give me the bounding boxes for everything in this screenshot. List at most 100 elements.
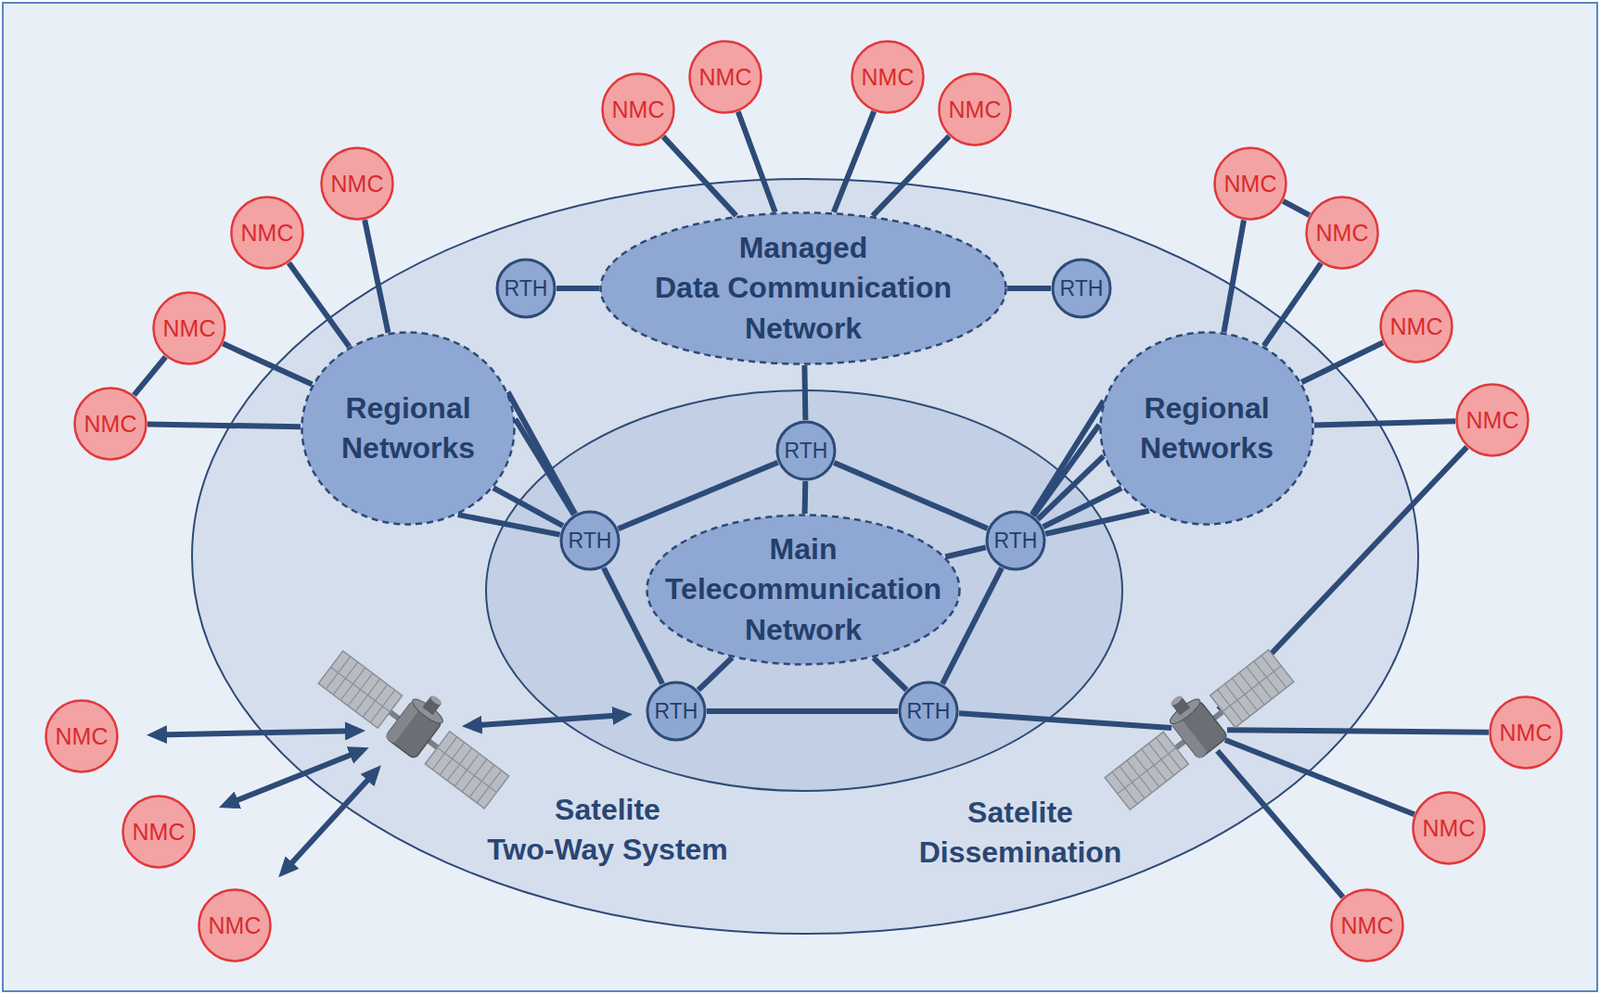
nmc-outline [1457,384,1529,457]
link-line [1301,343,1383,384]
nmc-outline [75,388,147,461]
nmc-outline [1215,148,1287,220]
node-label: NMC [163,315,217,343]
nmc-outline [153,293,226,365]
link-line [804,365,806,421]
node-label: RTH [907,699,951,724]
link-line [706,708,898,715]
rth-outline [647,682,705,741]
node-label: NMC [1499,719,1553,747]
link-line [945,547,986,557]
link-line [1314,421,1456,425]
satellite-node: Satelite Dissemination [1171,702,1228,758]
node-label: NMC [861,64,915,91]
node-label: RTH [784,438,829,463]
node-label: RTH [1060,276,1104,301]
rth-circle: RTH [495,257,557,320]
node-label: RTH [654,699,699,724]
rth-outline [777,422,835,480]
node-label: Regional Networks [1132,388,1281,469]
rth-outline [561,512,619,570]
link-line [1227,729,1489,732]
nmc-circle: NMC [937,72,1012,147]
rth-circle: RTH [897,680,960,743]
nmc-circle: NMC [197,888,272,963]
link-arrow [157,730,355,735]
link-line [802,481,809,514]
link-line [833,111,874,213]
network-zone [192,179,1419,935]
node-label: NMC [1422,815,1476,843]
rth-outline [899,682,958,741]
link-arrow [285,773,374,870]
node-label: Managed Data Communication Network [645,228,961,349]
node-label: RTH [994,528,1038,553]
rth-circle: RTH [645,680,707,743]
node-label: NMC [612,96,666,124]
link-line [663,136,737,216]
nmc-circle: NMC [1488,695,1563,770]
nmc-outline [1331,890,1404,962]
rth-circle: RTH [985,510,1047,572]
node-label: Satelite Two-Way System [475,790,741,871]
nmc-outline [1413,793,1485,865]
rth-circle: RTH [1050,257,1113,320]
link-line [1225,740,1415,815]
nmc-outline [123,796,195,869]
nmc-circle: NMC [850,39,925,115]
node-label: NMC [1224,170,1278,198]
nmc-circle: NMC [1411,791,1486,866]
rth-outline [1052,259,1111,318]
nmc-outline [1381,291,1453,363]
node-label: NMC [241,219,295,247]
link-arrow [229,752,359,805]
node-label: Regional Networks [333,388,483,469]
satellite-icon [317,635,522,811]
network-outline [302,332,515,525]
nmc-outline [690,41,762,114]
link-line [873,657,908,691]
link-line [618,462,779,530]
link-line [556,285,600,292]
nmc-circle: NMC [1213,146,1288,221]
satellite-antenna-top [429,693,444,706]
rth-outline [497,259,555,318]
network-outline [1100,332,1314,525]
link-line [872,136,950,217]
nmc-circle: NMC [1330,888,1405,963]
node-label: NMC [331,170,384,198]
node-label: NMC [1316,219,1370,247]
panel-grid [1210,650,1294,729]
satellite-icon [1092,634,1295,812]
panel-grid [424,731,509,809]
solar-panel [424,731,509,809]
network-outline [601,213,1007,365]
node-label: NMC [699,64,753,91]
link-line [364,219,388,333]
link-line [134,357,167,396]
solar-panel [1210,650,1294,729]
link-line [515,419,575,515]
node-label: NMC [132,819,186,846]
link-line [959,713,1172,729]
node-label: NMC [1341,912,1395,940]
link-line [1032,400,1104,515]
solar-panel [318,651,402,729]
network-outline [647,515,960,666]
nmc-circle: NMC [230,195,305,270]
link-line [1282,201,1309,216]
node-label: NMC [208,912,262,940]
node-label: RTH [568,528,613,553]
network-ellipse: Main Telecommunication Network [645,513,961,666]
link-line [508,392,576,514]
rth-circle: RTH [775,420,837,482]
nmc-circle: NMC [1305,195,1380,270]
node-label: Main Telecommunication Network [654,529,952,651]
rth-circle: RTH [559,510,621,572]
nmc-outline [852,41,924,114]
nmc-outline [1306,197,1379,269]
